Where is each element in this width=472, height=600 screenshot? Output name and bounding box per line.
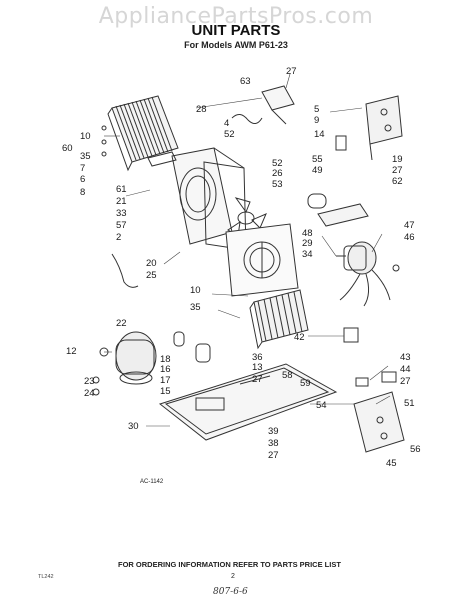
- callout-29: 29: [302, 238, 313, 249]
- callout-35: 35: [190, 302, 201, 313]
- callout-34: 34: [302, 249, 313, 260]
- callout-15: 15: [160, 386, 171, 397]
- callout-19: 19: [392, 154, 403, 165]
- callout-2: 2: [116, 232, 121, 243]
- callout-38: 38: [268, 438, 279, 449]
- callout-27: 27: [268, 450, 279, 461]
- callout-42: 42: [294, 332, 305, 343]
- callout-55: 55: [312, 154, 323, 165]
- callout-48: 48: [302, 228, 313, 239]
- control-panel-drawing: [353, 377, 405, 453]
- callout-23: 23: [84, 376, 95, 387]
- diagram-subtitle: For Models AWM P61-23: [184, 40, 288, 50]
- callout-39: 39: [268, 426, 279, 437]
- callout-57: 57: [116, 220, 127, 231]
- evaporator-coil-drawing: [249, 289, 309, 350]
- callout-10: 10: [190, 285, 201, 296]
- callout-61: 61: [116, 184, 127, 195]
- handwritten-note: 807-6-6: [213, 587, 248, 597]
- callout-17: 17: [160, 375, 171, 386]
- base-pan-drawing: [158, 363, 338, 441]
- callout-9: 9: [314, 115, 319, 126]
- callout-62: 62: [392, 176, 403, 187]
- callout-28: 28: [196, 104, 207, 115]
- orifice-panel-drawing: [225, 223, 299, 297]
- condenser-coil-drawing: [101, 95, 179, 172]
- callout-47: 47: [404, 220, 415, 231]
- callout-33: 33: [116, 208, 127, 219]
- callout-27: 27: [392, 165, 403, 176]
- callout-8: 8: [80, 187, 85, 198]
- callout-44: 44: [400, 364, 411, 375]
- top-rail-drawing: [261, 85, 295, 125]
- callout-46: 46: [404, 232, 415, 243]
- callout-60: 60: [62, 143, 73, 154]
- callout-58: 58: [282, 370, 293, 381]
- callout-43: 43: [400, 352, 411, 363]
- callout-27: 27: [252, 374, 263, 385]
- callout-4: 4: [224, 118, 229, 129]
- callout-59: 59: [300, 378, 311, 389]
- fan-motor-drawing: [336, 241, 400, 307]
- callout-53: 53: [272, 179, 283, 190]
- callout-10: 10: [80, 131, 91, 142]
- callout-45: 45: [386, 458, 397, 469]
- callout-54: 54: [316, 400, 327, 411]
- ordering-footer: FOR ORDERING INFORMATION REFER TO PARTS …: [118, 560, 341, 569]
- callout-20: 20: [146, 258, 157, 269]
- callout-6: 6: [80, 174, 85, 185]
- callout-52: 52: [224, 129, 235, 140]
- watermark: AppliancePartsPros.com: [98, 4, 374, 29]
- callout-49: 49: [312, 165, 323, 176]
- callout-27: 27: [286, 66, 297, 77]
- callout-26: 26: [272, 168, 283, 179]
- callout-5: 5: [314, 104, 319, 115]
- corner-code: TL242: [38, 574, 54, 580]
- callout-30: 30: [128, 421, 139, 432]
- callout-13: 13: [252, 362, 263, 373]
- callout-16: 16: [160, 364, 171, 375]
- top-bracket-drawing: [365, 95, 403, 161]
- diagram-title: UNIT PARTS: [191, 22, 281, 39]
- callout-56: 56: [410, 444, 421, 455]
- callout-52: 52: [272, 158, 283, 169]
- callout-18: 18: [160, 354, 171, 365]
- callout-27: 27: [400, 376, 411, 387]
- callout-51: 51: [404, 398, 415, 409]
- callout-12: 12: [66, 346, 77, 357]
- small-parts-drawing: [111, 114, 397, 383]
- callout-21: 21: [116, 196, 127, 207]
- shroud-drawing: [171, 147, 247, 251]
- callout-63: 63: [240, 76, 251, 87]
- callout-25: 25: [146, 270, 157, 281]
- diagram-reference-code: AC-1142: [140, 479, 164, 485]
- callout-14: 14: [314, 129, 325, 140]
- compressor-drawing: [92, 331, 211, 396]
- callout-22: 22: [116, 318, 127, 329]
- callout-35: 35: [80, 151, 91, 162]
- callout-7: 7: [80, 163, 85, 174]
- callout-24: 24: [84, 388, 95, 399]
- page-number: 2: [231, 573, 235, 580]
- callout-36: 36: [252, 352, 263, 363]
